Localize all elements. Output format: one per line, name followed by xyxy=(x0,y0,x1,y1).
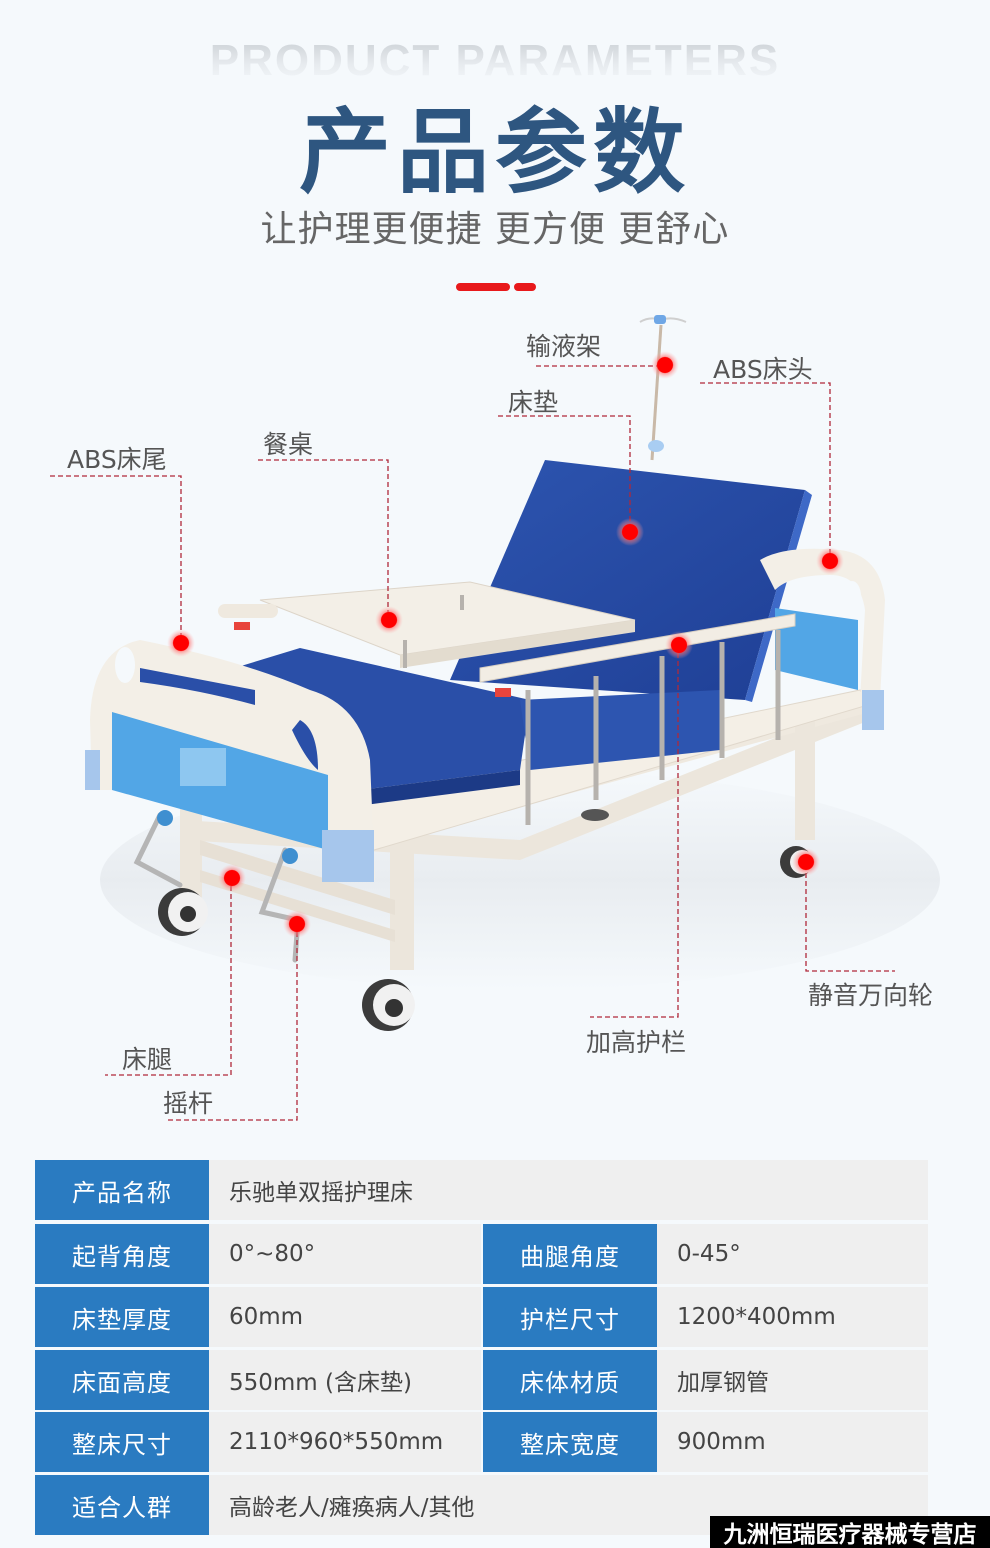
callout-label-raised-guardrail: 加高护栏 xyxy=(586,1028,687,1057)
accent-bar-long xyxy=(456,283,510,291)
callout-label-silent-caster: 静音万向轮 xyxy=(808,981,934,1010)
spec-key: 起背角度 xyxy=(35,1224,209,1284)
iv-pole-icon xyxy=(639,315,687,461)
table-row: 产品名称 乐驰单双摇护理床 xyxy=(35,1160,928,1220)
callout-label-crank-handle: 摇杆 xyxy=(163,1089,214,1118)
spec-key: 床体材质 xyxy=(483,1350,657,1410)
spec-value: 2110*960*550mm xyxy=(209,1412,481,1472)
spec-key: 整床宽度 xyxy=(483,1412,657,1472)
english-title: PRODUCT PARAMETERS xyxy=(0,36,990,86)
spec-key: 整床尺寸 xyxy=(35,1412,209,1472)
hospital-bed-illustration xyxy=(50,315,940,1121)
callout-label-iv-pole: 输液架 xyxy=(526,332,602,361)
callout-label-bed-leg: 床腿 xyxy=(122,1045,173,1074)
spec-value: 加厚钢管 xyxy=(657,1350,928,1410)
spec-key: 适合人群 xyxy=(35,1475,209,1535)
callout-label-abs-footboard: ABS床尾 xyxy=(67,445,167,474)
spec-key: 产品名称 xyxy=(35,1160,209,1220)
table-row: 整床尺寸 2110*960*550mm 整床宽度 900mm xyxy=(35,1412,928,1472)
spec-key: 护栏尺寸 xyxy=(483,1287,657,1347)
spec-key: 床面高度 xyxy=(35,1350,209,1410)
spec-value: 0-45° xyxy=(657,1224,928,1284)
shop-name-badge: 九洲恒瑞医疗器械专营店 xyxy=(710,1516,990,1548)
callout-lines xyxy=(50,365,895,1121)
page-subtitle: 让护理更便捷 更方便 更舒心 xyxy=(260,209,730,250)
callout-label-mattress: 床垫 xyxy=(508,388,559,417)
spec-value: 高龄老人/瘫痪病人/其他 xyxy=(209,1475,928,1535)
spec-value: 900mm xyxy=(657,1412,928,1472)
table-row: 床垫厚度 60mm 护栏尺寸 1200*400mm xyxy=(35,1287,928,1347)
spec-value: 0°~80° xyxy=(209,1224,481,1284)
spec-value: 乐驰单双摇护理床 xyxy=(209,1160,928,1220)
spec-value: 1200*400mm xyxy=(657,1287,928,1347)
product-diagram: 输液架 ABS床头 床垫 餐桌 ABS床尾 静音万向轮 加高护栏 床腿 摇杆 xyxy=(0,300,990,1150)
callout-markers xyxy=(167,351,844,938)
callout-label-abs-headboard: ABS床头 xyxy=(713,355,813,384)
table-row: 起背角度 0°~80° 曲腿角度 0-45° xyxy=(35,1224,928,1284)
spec-value: 60mm xyxy=(209,1287,481,1347)
table-row: 适合人群 高龄老人/瘫痪病人/其他 xyxy=(35,1475,928,1535)
spec-key: 曲腿角度 xyxy=(483,1224,657,1284)
guardrail-icon xyxy=(403,595,796,825)
accent-bar-short xyxy=(514,283,536,291)
spec-value: 550mm (含床垫) xyxy=(209,1350,481,1410)
table-row: 床面高度 550mm (含床垫) 床体材质 加厚钢管 xyxy=(35,1350,928,1410)
callout-label-dining-table: 餐桌 xyxy=(263,430,314,459)
page-title: 产品参数 xyxy=(298,99,691,206)
spec-key: 床垫厚度 xyxy=(35,1287,209,1347)
